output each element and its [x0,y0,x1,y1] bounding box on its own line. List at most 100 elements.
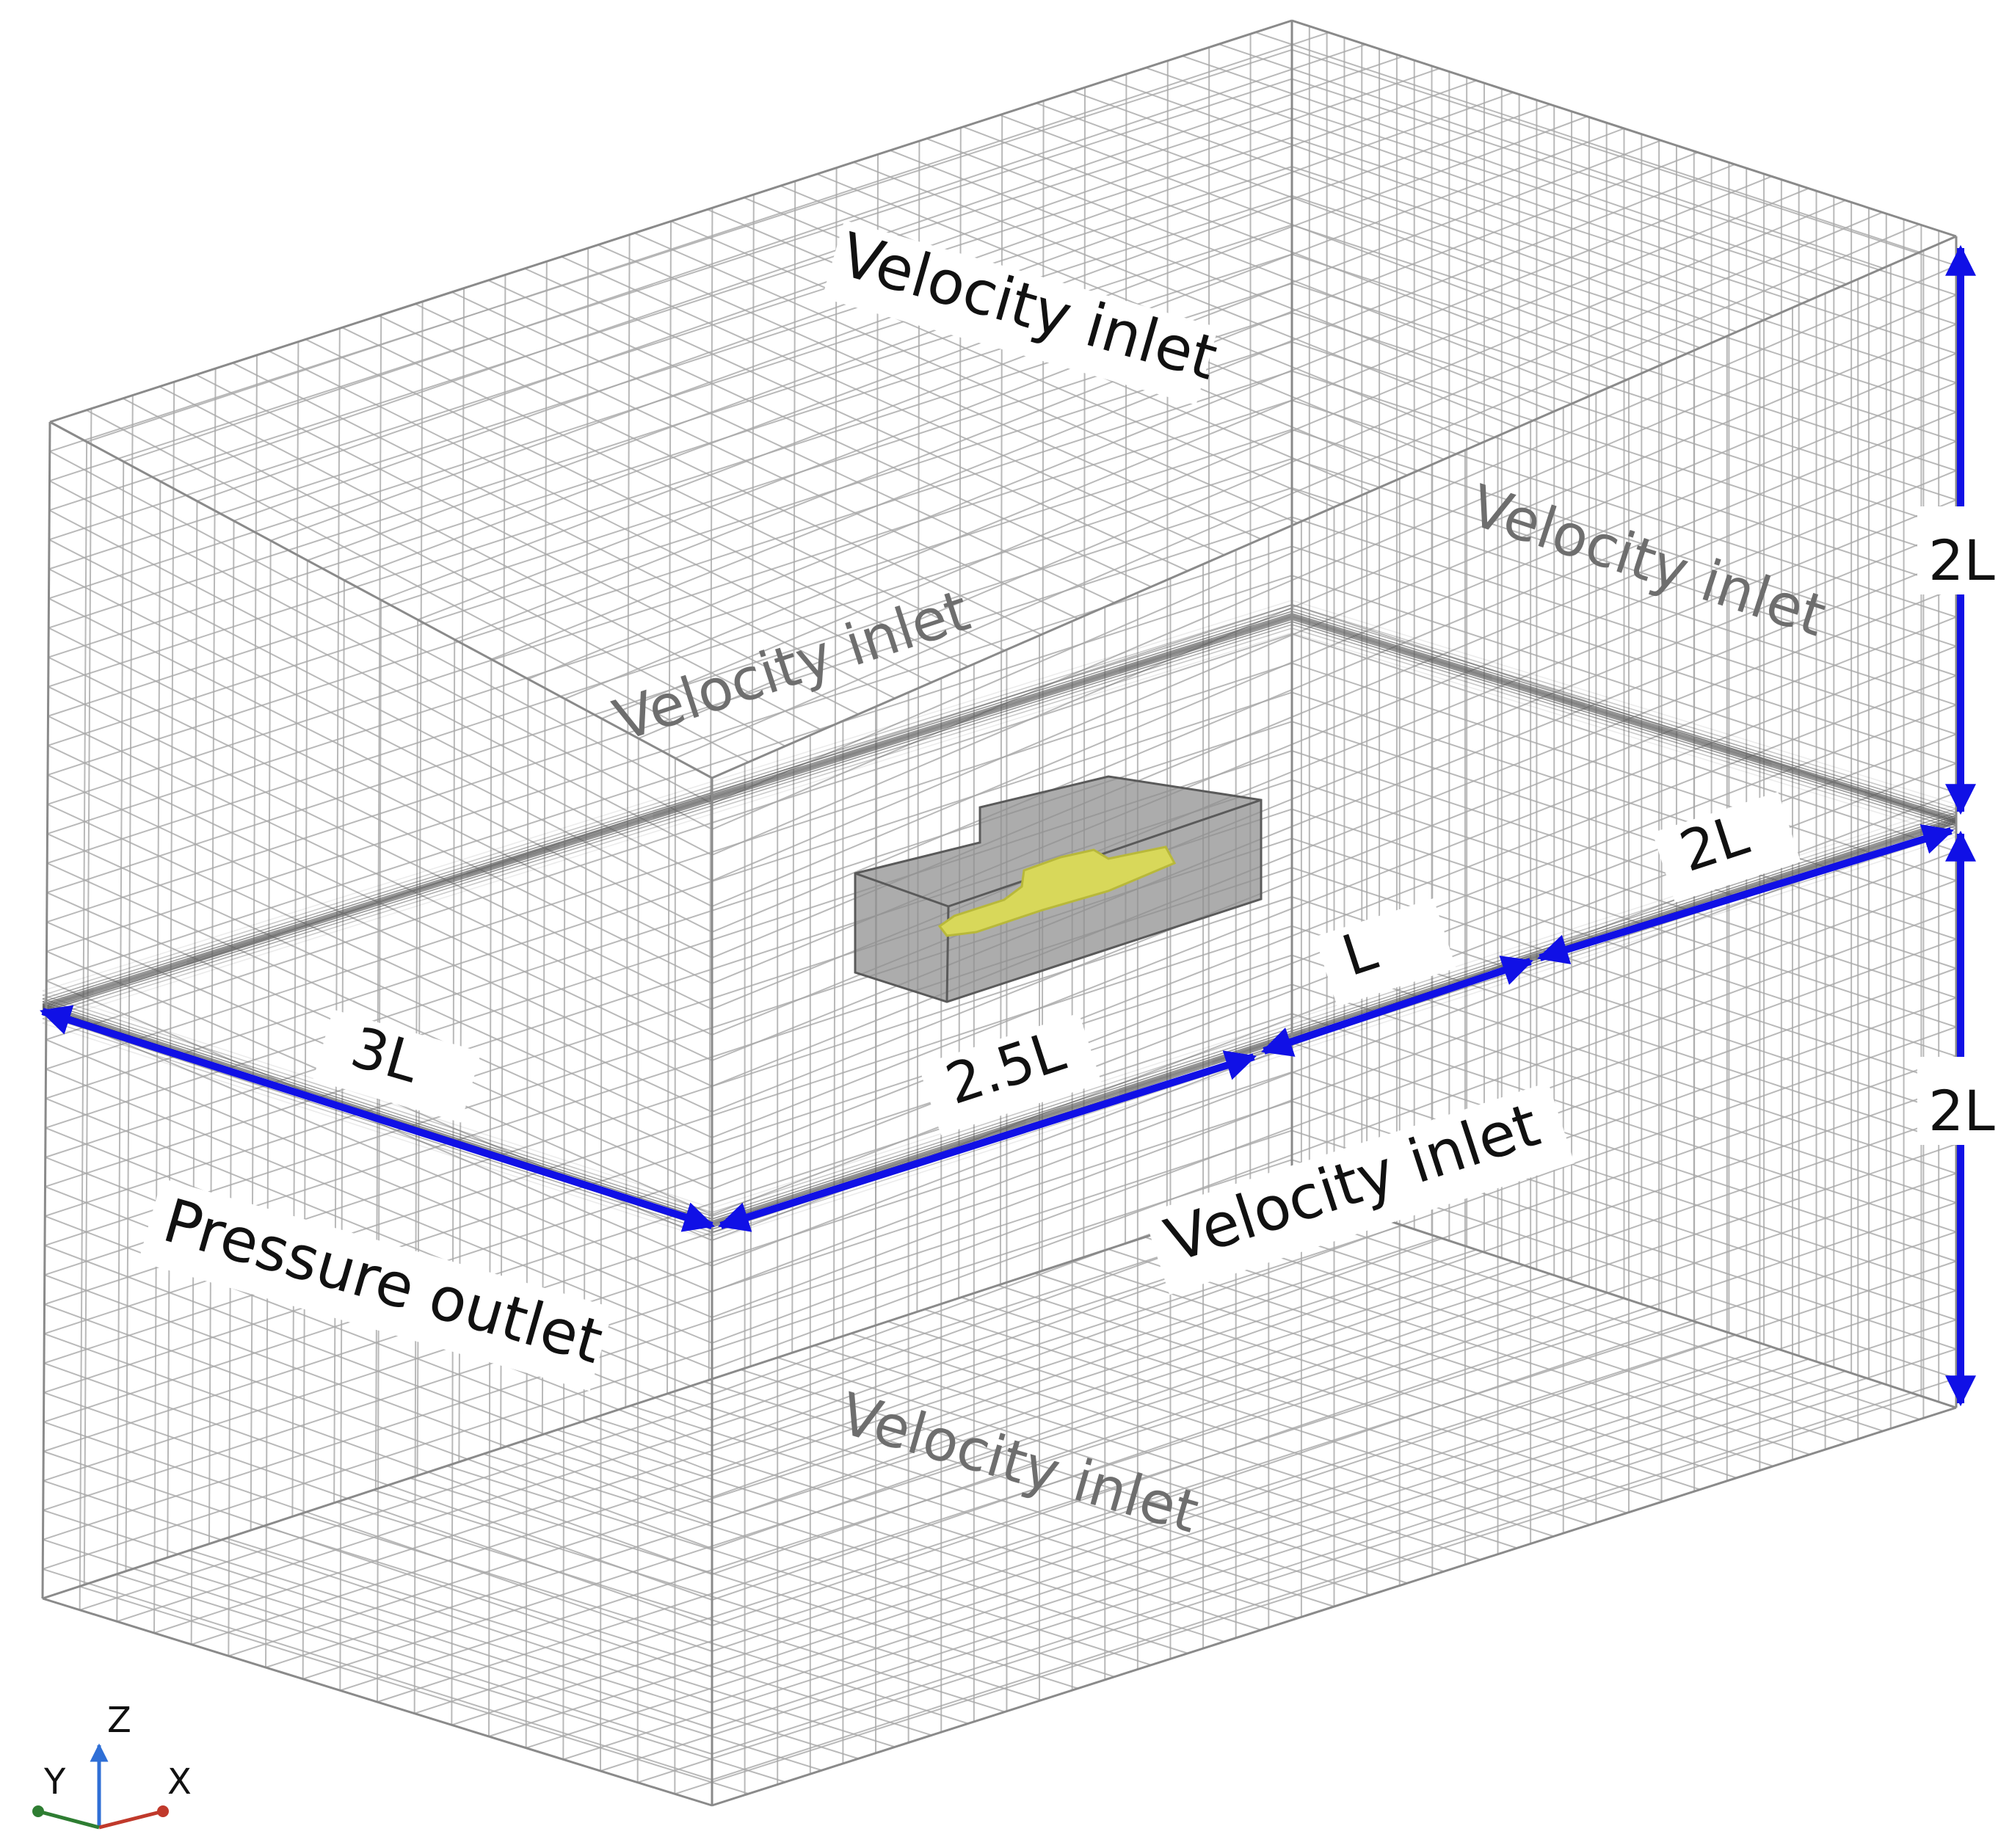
domain-edge [1291,1187,1957,1409]
mesh-line-side [42,1568,713,1780]
arrow-3L [40,1005,715,1232]
domain-edge [711,1406,1957,1807]
domain-edge [711,235,1957,779]
dense-mesh-line [42,632,1293,1024]
mesh-line-front [711,411,1957,933]
dense-mesh-line [42,614,1293,1006]
ship-hull [937,845,1177,937]
mesh-line-side [48,656,713,984]
dense-mesh-line [42,616,1293,1008]
mesh-line-side [44,1303,713,1549]
axis-y-line [37,1809,100,1830]
mesh-line-top [197,68,1440,502]
domain-edge [49,19,1293,423]
axis-z-label: Z [107,1700,131,1741]
mesh-line-side [43,1480,713,1703]
dense-mesh-line [42,624,1293,1016]
mesh-line-bottom [451,1322,1699,1726]
mesh-line-top [160,56,1403,482]
mesh-line-bottom [191,1237,1440,1645]
mesh-line-back-side [49,48,1293,453]
mesh-line-back-side [47,341,1293,746]
mesh-line-side [48,685,713,1010]
mesh-line-top [307,103,1551,561]
mesh-line-back [1291,545,1957,765]
dense-mesh-line [42,608,1293,1000]
dense-mesh-line [1291,608,1957,813]
mesh-line-back [1291,341,1957,559]
dense-mesh-line [42,627,1293,1019]
mesh-line-side [48,627,713,958]
mesh-line-back [1291,516,1957,735]
mesh-line-side [43,1362,713,1601]
mesh-line-back [1291,1071,1957,1292]
mesh-line-back [1291,224,1957,443]
axis-y-label: Y [43,1761,66,1802]
dim-2L-bottom: 2L [1928,1078,1995,1143]
mesh-line-front [711,1260,1957,1678]
mesh-line-top [564,187,1809,700]
mesh-line-bottom [600,1370,1846,1772]
mesh-line-back-side [47,429,1293,835]
dense-mesh-line [1291,619,1957,824]
mesh-line-bottom [79,1200,1329,1611]
mesh-line-front [711,616,1957,1113]
mesh-line-side [43,1450,713,1678]
dense-mesh-line [1291,617,1957,823]
mesh-line-side [48,597,713,933]
mesh-line-back-side [46,662,1293,1070]
mesh-line-back [1291,399,1957,618]
mesh-line-front [711,294,1957,830]
mesh-line-back-side [48,194,1293,600]
domain-edge [49,421,713,779]
mesh-line-back-side [48,107,1293,512]
mesh-line-back [1291,1042,1957,1262]
mesh-line-back [1291,253,1957,472]
mesh-line-top [86,32,1329,443]
mesh-line-back [1291,137,1957,354]
mesh-line-back-side [46,458,1293,865]
mesh-line-front [711,1114,1957,1549]
dense-mesh-line [1291,604,1957,810]
dense-mesh-line [42,611,1293,1003]
mesh-line-bottom [228,1248,1477,1657]
mesh-line-bottom [414,1309,1662,1714]
mesh-line-bottom [340,1285,1588,1692]
dense-mesh-line [1291,600,1957,805]
dense-mesh-line [42,600,1293,992]
mesh-line-back-side [46,575,1293,982]
mesh-line-back-side [48,137,1293,541]
mesh-line-bottom [265,1261,1514,1668]
mesh-line-side [49,451,713,804]
mesh-line-front [711,1348,1957,1755]
mesh-line-top [490,164,1735,661]
dense-mesh-line [1291,611,1957,816]
mesh-line-back [1291,867,1957,1087]
mesh-line-back-side [46,633,1293,1041]
dense-mesh-line [1291,624,1957,829]
mesh-line-back [1291,429,1957,647]
mesh-line-front [711,1055,1957,1498]
mesh-line-bottom [526,1346,1772,1749]
dense-mesh-line [1291,616,1957,821]
mesh-line-bottom [117,1212,1366,1623]
mesh-line-back [1291,575,1957,794]
mesh-line-back [1291,48,1957,266]
dense-mesh-line [1291,627,1957,833]
mesh-line-back-side [46,545,1293,953]
arrow-2L-depth [1536,824,1955,964]
mesh-line-back-side [46,516,1293,923]
arrow-L [1261,956,1533,1057]
mesh-line-front [711,382,1957,907]
mesh-line-back-side [48,166,1293,570]
mesh-line-back-side [48,312,1293,717]
dense-mesh-line [1291,613,1957,818]
mesh-line-top [123,43,1366,462]
mesh-line-back [1291,487,1957,706]
dense-mesh-line [1291,632,1957,837]
mesh-line-front [711,1378,1957,1780]
mesh-line-back-side [47,399,1293,805]
mesh-line-front [711,1201,1957,1626]
